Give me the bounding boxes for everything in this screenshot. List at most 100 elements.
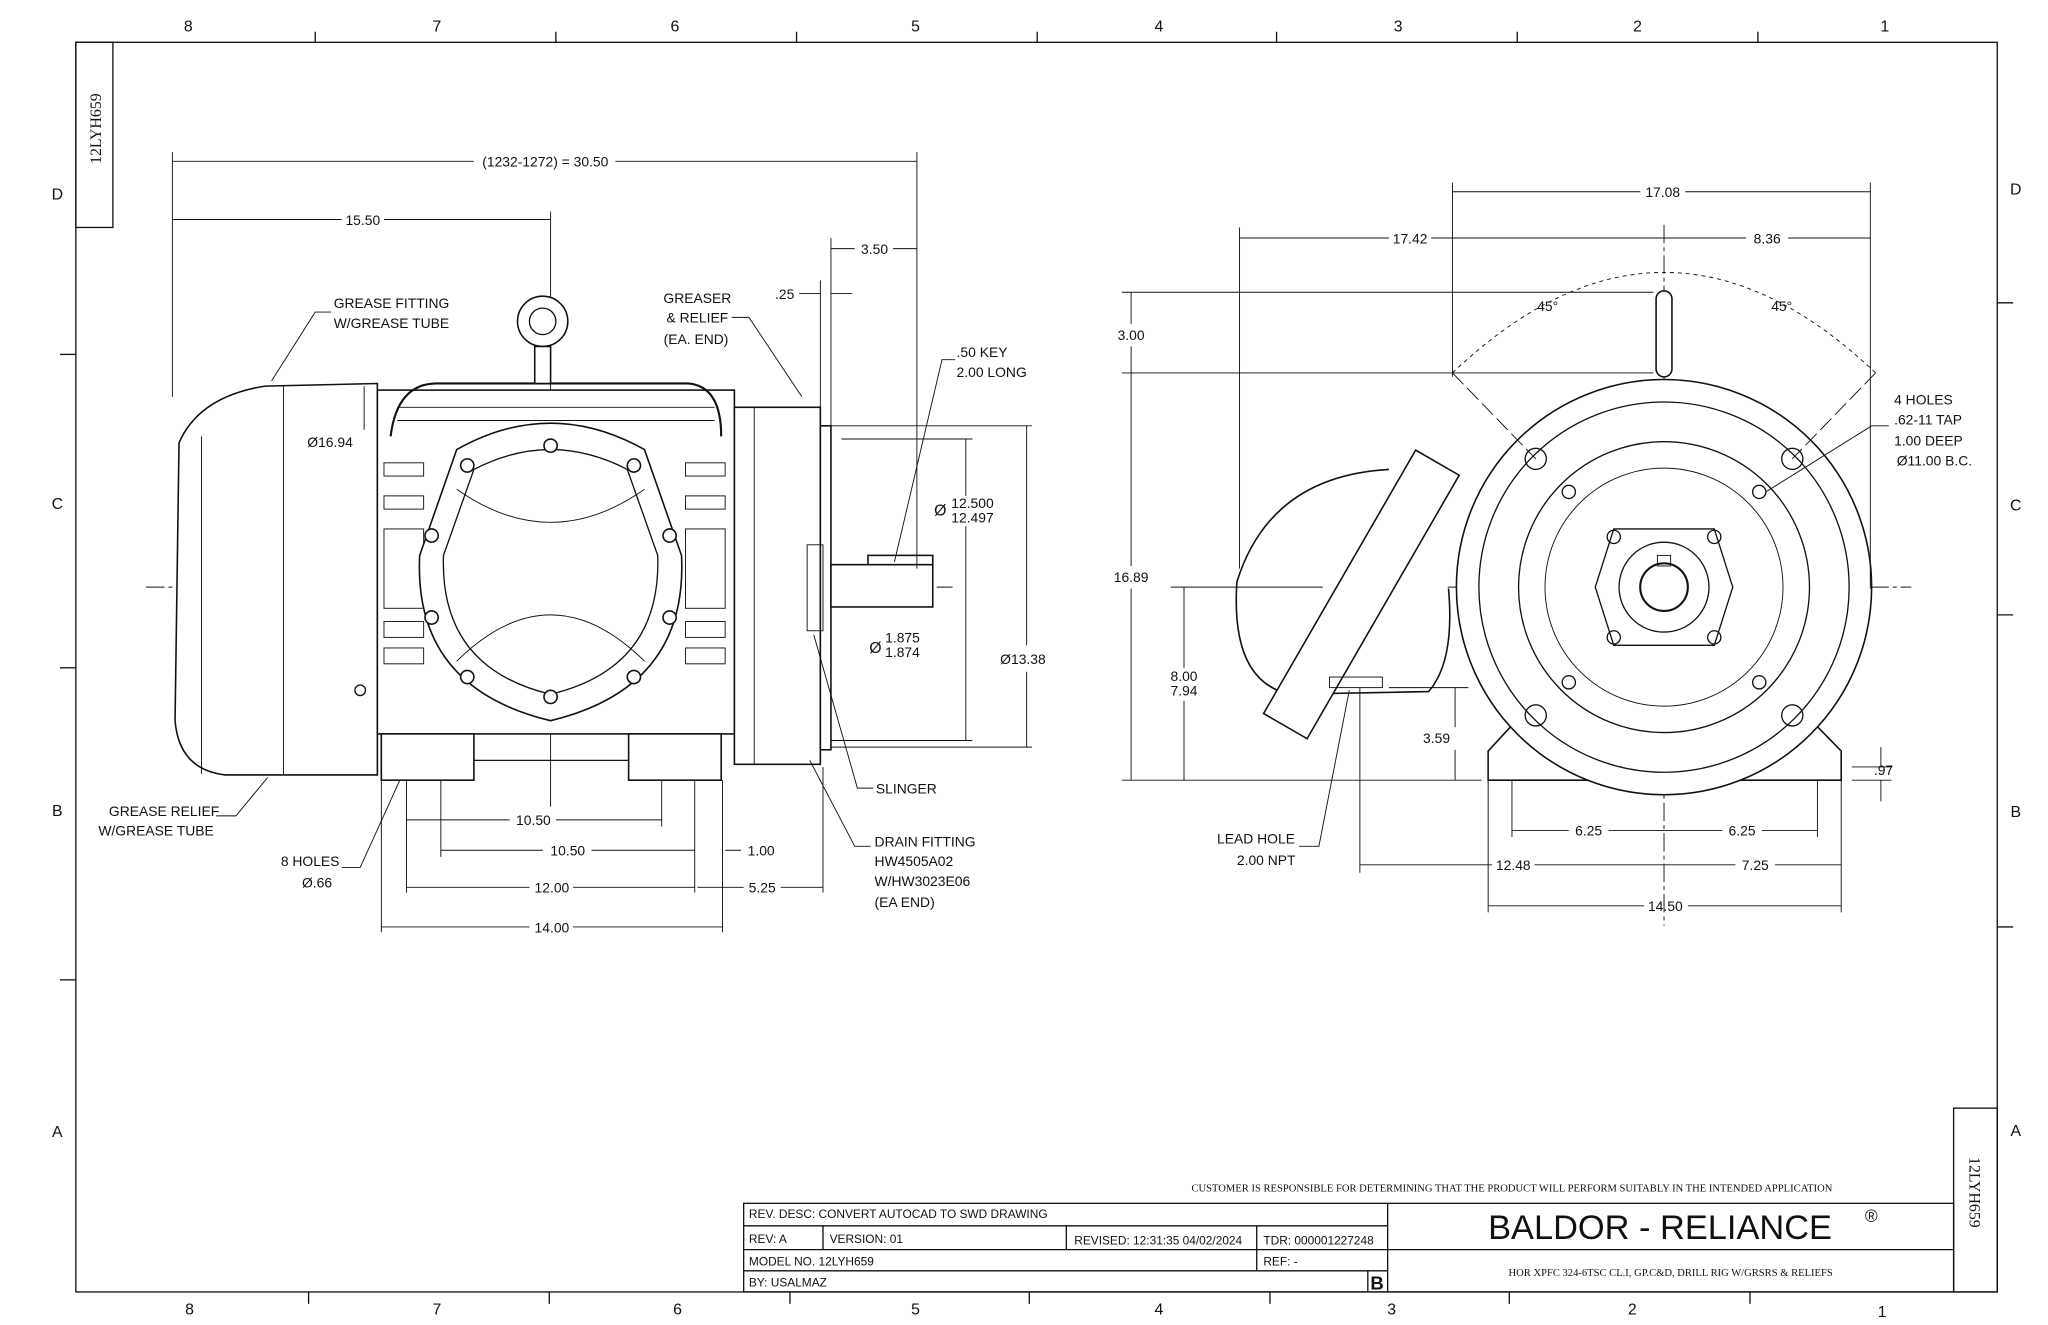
shaft — [830, 563, 934, 608]
dim-fan-diameter: Ø16.94 — [307, 434, 353, 450]
zone-top: 5 — [911, 19, 920, 36]
zone-labels: 8 7 6 5 4 3 2 1 8 7 6 5 4 3 2 1 D C B A … — [52, 19, 2022, 1321]
svg-text:DRAIN FITTING: DRAIN FITTING — [875, 833, 976, 849]
zone-ticks — [60, 31, 2014, 1304]
dim-17-42: 17.42 — [1393, 230, 1428, 246]
dim-shaft-min: 1.874 — [885, 644, 920, 660]
svg-text:4 HOLES: 4 HOLES — [1894, 392, 1953, 408]
dia-symbol: Ø — [934, 503, 946, 520]
tdr-number: TDR: 000001227248 — [1263, 1233, 1374, 1247]
side-label-box — [75, 41, 114, 229]
dim-7-94: 7.94 — [1170, 683, 1197, 699]
zone-top: 7 — [432, 19, 441, 36]
svg-text:LEAD HOLE: LEAD HOLE — [1217, 831, 1295, 847]
fan-cover — [174, 382, 379, 776]
dia-symbol: Ø — [869, 640, 881, 657]
svg-text:GREASE RELIEF: GREASE RELIEF — [109, 803, 219, 819]
svg-text:W/GREASE TUBE: W/GREASE TUBE — [98, 823, 213, 839]
dim-8-36: 8.36 — [1754, 230, 1781, 246]
svg-text:8 HOLES: 8 HOLES — [281, 853, 340, 869]
callout-greaser-relief: GREASER & RELIEF (EA. END) — [663, 290, 731, 347]
zone-top: 1 — [1880, 19, 1889, 36]
disclaimer: CUSTOMER IS RESPONSIBLE FOR DETERMINING … — [1192, 1183, 1833, 1194]
dim-5-25: 5.25 — [749, 880, 776, 896]
zone-side: C — [52, 496, 63, 513]
svg-text:2.00 NPT: 2.00 NPT — [1237, 852, 1296, 868]
zone-top: 8 — [184, 19, 193, 36]
svg-text:GREASER: GREASER — [663, 290, 731, 306]
conduit-box — [418, 422, 683, 722]
zone-side: C — [2010, 497, 2021, 514]
angle-left: 45° — [1537, 298, 1558, 314]
rev: REV: A — [749, 1232, 787, 1246]
svg-text:W/GREASE TUBE: W/GREASE TUBE — [334, 315, 449, 331]
end-view-dimensions: 17.08 17.42 8.36 3.00 16.89 8.00 7.94 3.… — [1114, 182, 1972, 914]
angle-right: 45° — [1771, 298, 1792, 314]
dim-10-50: 10.50 — [516, 812, 551, 828]
foot — [627, 733, 722, 781]
eye-bolt — [516, 295, 569, 348]
drawn-by: BY: USALMAZ — [749, 1276, 827, 1290]
side-label: 12LYH659 — [88, 93, 105, 164]
dim-13-38: Ø13.38 — [1000, 651, 1046, 667]
dim-1-00: 1.00 — [748, 843, 775, 859]
dim-14-50: 14.50 — [1648, 898, 1683, 914]
brand-logo: BALDOR - RELIANCE — [1488, 1209, 1832, 1247]
end-view — [1235, 224, 1912, 926]
dim-3-00: 3.00 — [1118, 327, 1145, 343]
foot — [380, 733, 475, 781]
dim-3-50: 3.50 — [861, 241, 888, 257]
callout-key: .50 KEY 2.00 LONG — [957, 344, 1027, 380]
side-label-box — [1952, 1107, 1998, 1293]
dim-14-00: 14.00 — [535, 919, 570, 935]
rev-desc: REV. DESC: CONVERT AUTOCAD TO SWD DRAWIN… — [749, 1207, 1048, 1221]
zone-side: A — [2010, 1123, 2021, 1140]
zone-bottom: 2 — [1628, 1301, 1637, 1318]
callout-mounting-holes: 8 HOLES Ø.66 — [281, 853, 340, 890]
svg-text:Ø.66: Ø.66 — [302, 874, 332, 890]
dim-12-48: 12.48 — [1496, 857, 1531, 873]
zone-top: 6 — [670, 19, 679, 36]
registered-mark: ® — [1865, 1206, 1878, 1226]
zone-bottom: 4 — [1154, 1301, 1163, 1318]
dim-overall-length: (1232-1272) = 30.50 — [482, 154, 608, 170]
dim-7-25: 7.25 — [1742, 857, 1769, 873]
dim-17-08: 17.08 — [1645, 184, 1680, 200]
end-bracket — [733, 406, 822, 766]
zone-bottom: 6 — [673, 1301, 682, 1318]
version: VERSION: 01 — [830, 1232, 904, 1246]
svg-text:W/HW3023E06: W/HW3023E06 — [875, 873, 971, 889]
dim-pilot-max: 12.500 — [951, 495, 994, 511]
svg-text:2.00 LONG: 2.00 LONG — [957, 364, 1027, 380]
eye-bolt — [1655, 290, 1673, 378]
shaft-key — [867, 554, 934, 566]
zone-bottom: 7 — [432, 1301, 441, 1318]
svg-text:(EA END): (EA END) — [875, 894, 935, 910]
svg-text:1.00 DEEP: 1.00 DEEP — [1894, 433, 1963, 449]
side-label: 12LYH659 — [1965, 1157, 1982, 1228]
zone-bottom: 8 — [185, 1301, 194, 1318]
svg-text:HW4505A02: HW4505A02 — [875, 853, 954, 869]
callout-slinger: SLINGER — [876, 780, 937, 796]
svg-text:GREASE FITTING: GREASE FITTING — [334, 295, 450, 311]
zone-bottom: 3 — [1387, 1301, 1396, 1318]
dim-8-00: 8.00 — [1170, 668, 1197, 684]
zone-side: B — [2010, 804, 2021, 821]
reference: REF: - — [1263, 1254, 1297, 1268]
dim-10-50: 10.50 — [550, 843, 585, 859]
zone-side: D — [2010, 181, 2021, 198]
zone-side: B — [52, 803, 63, 820]
title-block: CUSTOMER IS RESPONSIBLE FOR DETERMINING … — [742, 1183, 1955, 1293]
dim-0-97: .97 — [1874, 762, 1894, 778]
zone-top: 2 — [1633, 19, 1642, 36]
revised-timestamp: REVISED: 12:31:35 04/02/2024 — [1074, 1233, 1242, 1247]
zone-top: 3 — [1394, 19, 1403, 36]
svg-text:.62-11 TAP: .62-11 TAP — [1894, 411, 1962, 427]
svg-text:& RELIEF: & RELIEF — [667, 310, 729, 326]
zone-side: D — [52, 187, 63, 204]
svg-text:.50 KEY: .50 KEY — [957, 344, 1008, 360]
callout-lead-hole: LEAD HOLE 2.00 NPT — [1217, 831, 1296, 868]
zone-bottom: 1 — [1878, 1304, 1887, 1321]
dim-3-59: 3.59 — [1423, 730, 1450, 746]
